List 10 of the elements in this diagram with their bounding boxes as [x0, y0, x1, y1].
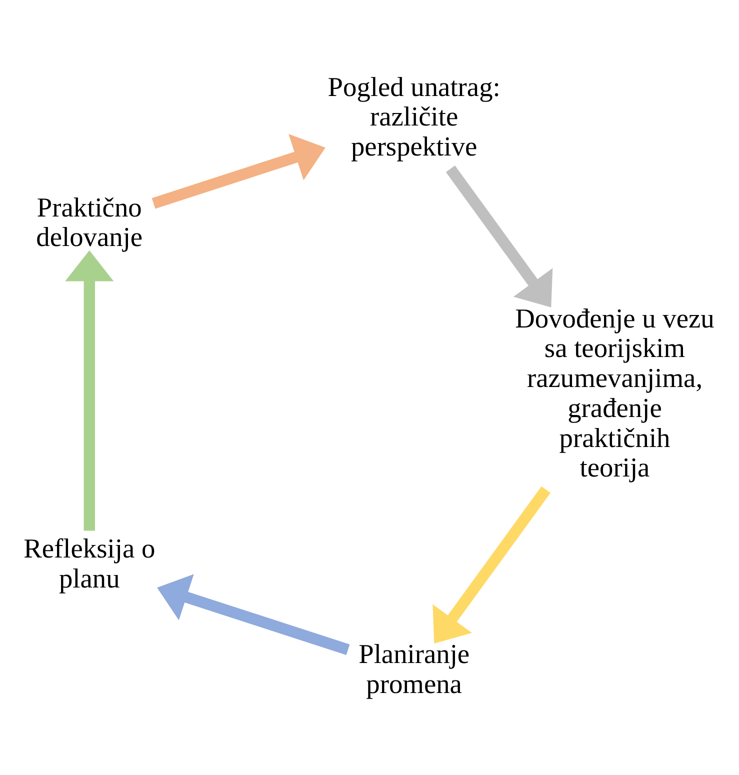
node-text: Pogled unatrag: različite perspektive [328, 72, 500, 162]
arrow [157, 574, 350, 656]
arrow [446, 166, 553, 308]
node-text: Dovođenje u vezu sa teorijskim razumevanjima, građenje praktičnih teorija [515, 303, 714, 483]
arrow [152, 134, 326, 209]
arrow [432, 486, 550, 644]
arrow [65, 250, 114, 531]
node-text: Planiranje promena [358, 639, 470, 700]
node-text: Refleksija o planu [24, 534, 156, 594]
node-text: Praktično delovanje [36, 192, 143, 252]
